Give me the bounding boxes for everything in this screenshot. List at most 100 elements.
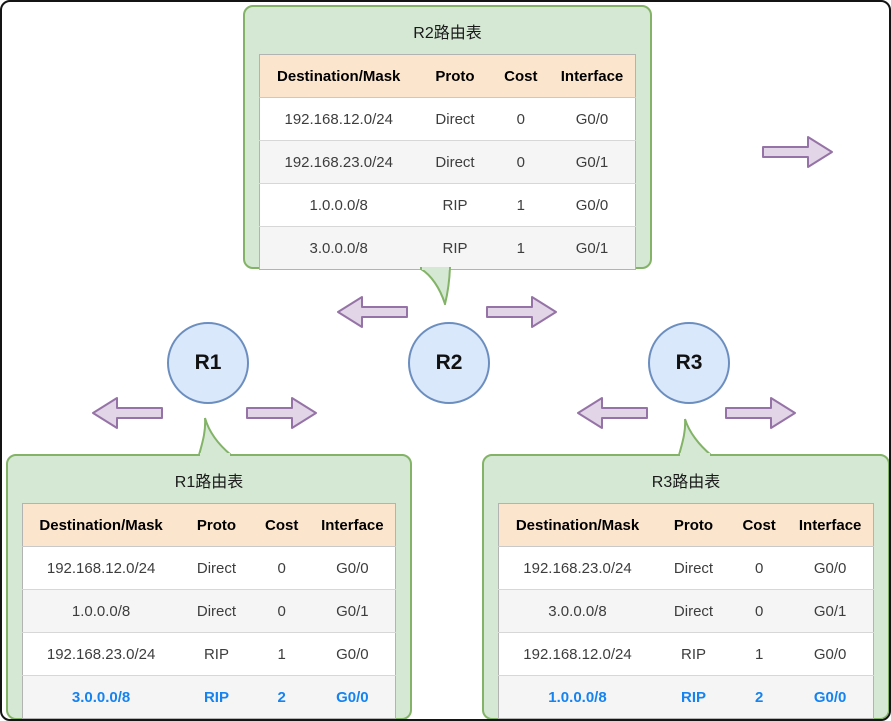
table-row: 192.168.12.0/24 Direct 0 G0/0: [22, 546, 396, 590]
arrow-right-icon: [486, 296, 557, 328]
cell: Direct: [179, 589, 254, 633]
cell: 3.0.0.0/8: [22, 675, 180, 719]
table-row: 192.168.12.0/24 RIP 1 G0/0: [498, 632, 874, 676]
cell: 0: [253, 589, 310, 633]
table-row-learned-route: 3.0.0.0/8 RIP 2 G0/0: [22, 675, 396, 719]
cell: 192.168.12.0/24: [498, 632, 656, 676]
cell: G0/0: [309, 675, 396, 719]
cell: 1.0.0.0/8: [498, 675, 656, 719]
cell: G0/0: [787, 675, 874, 719]
table-header-row: Destination/Mask Proto Cost Interface: [498, 503, 874, 547]
cell: G0/0: [787, 546, 874, 590]
callout-tail: [678, 418, 712, 456]
callout-tail: [198, 417, 232, 456]
cell: 192.168.23.0/24: [22, 632, 180, 676]
cell: 0: [731, 589, 788, 633]
cell: 0: [253, 546, 310, 590]
r3-routing-table: Destination/Mask Proto Cost Interface 19…: [498, 503, 874, 719]
cell: 1.0.0.0/8: [259, 183, 418, 227]
arrow-left-icon: [337, 296, 408, 328]
cell: G0/1: [787, 589, 874, 633]
col-interface: Interface: [787, 503, 874, 547]
table-row: 192.168.23.0/24 Direct 0 G0/1: [259, 140, 636, 184]
router-r1: R1: [167, 322, 249, 404]
cell: G0/0: [549, 97, 636, 141]
cell: Direct: [417, 97, 493, 141]
cell: 1: [492, 183, 549, 227]
cell: 0: [492, 97, 549, 141]
cell: RIP: [179, 632, 254, 676]
cell: 1: [492, 226, 549, 270]
cell: RIP: [656, 675, 731, 719]
r3-table-title: R3路由表: [651, 473, 721, 491]
table-row: 1.0.0.0/8 RIP 1 G0/0: [259, 183, 636, 227]
cell: 0: [492, 140, 549, 184]
cell: 192.168.23.0/24: [259, 140, 418, 184]
col-proto: Proto: [656, 503, 731, 547]
cell: 1: [731, 632, 788, 676]
col-proto: Proto: [417, 54, 493, 98]
table-header-row: Destination/Mask Proto Cost Interface: [22, 503, 396, 547]
col-cost: Cost: [253, 503, 310, 547]
table-row: 192.168.12.0/24 Direct 0 G0/0: [259, 97, 636, 141]
router-label: R1: [194, 351, 222, 374]
router-label: R3: [675, 351, 703, 374]
cell: 1: [253, 632, 310, 676]
cell: G0/1: [549, 226, 636, 270]
cell: 192.168.12.0/24: [22, 546, 180, 590]
callout-tail: [420, 267, 452, 305]
cell: 3.0.0.0/8: [259, 226, 418, 270]
arrow-left-icon: [577, 397, 648, 429]
cell: G0/0: [787, 632, 874, 676]
cell: 192.168.12.0/24: [259, 97, 418, 141]
r2-table-title: R2路由表: [413, 24, 482, 42]
col-cost: Cost: [492, 54, 549, 98]
table-row: 192.168.23.0/24 Direct 0 G0/0: [498, 546, 874, 590]
r2-routing-table: Destination/Mask Proto Cost Interface 19…: [259, 54, 636, 270]
cell: G0/1: [549, 140, 636, 184]
cell: Direct: [656, 589, 731, 633]
cell: 0: [731, 546, 788, 590]
cell: 2: [731, 675, 788, 719]
cell: RIP: [179, 675, 254, 719]
router-r3: R3: [648, 322, 730, 404]
table-row-learned-route: 1.0.0.0/8 RIP 2 G0/0: [498, 675, 874, 719]
cell: Direct: [417, 140, 493, 184]
r1-table-title: R1路由表: [174, 473, 244, 491]
cell: G0/1: [309, 589, 396, 633]
arrow-right-icon: [246, 397, 317, 429]
cell: G0/0: [309, 632, 396, 676]
col-proto: Proto: [179, 503, 254, 547]
col-destination-mask: Destination/Mask: [22, 503, 180, 547]
cell: RIP: [417, 226, 493, 270]
r2-routing-table-callout: R2路由表 Destination/Mask Proto Cost Interf…: [243, 5, 652, 270]
table-row: 1.0.0.0/8 Direct 0 G0/1: [22, 589, 396, 633]
router-r2: R2: [408, 322, 490, 404]
col-cost: Cost: [731, 503, 788, 547]
table-row: 3.0.0.0/8 RIP 1 G0/1: [259, 226, 636, 270]
col-interface: Interface: [309, 503, 396, 547]
cell: RIP: [417, 183, 493, 227]
cell: 2: [253, 675, 310, 719]
col-interface: Interface: [549, 54, 636, 98]
cell: Direct: [656, 546, 731, 590]
table-row: 3.0.0.0/8 Direct 0 G0/1: [498, 589, 874, 633]
r1-routing-table: Destination/Mask Proto Cost Interface 19…: [22, 503, 396, 719]
col-destination-mask: Destination/Mask: [498, 503, 656, 547]
arrow-right-icon: [762, 136, 833, 168]
cell: RIP: [656, 632, 731, 676]
cell: 3.0.0.0/8: [498, 589, 656, 633]
col-destination-mask: Destination/Mask: [259, 54, 418, 98]
arrow-right-icon: [725, 397, 796, 429]
router-label: R2: [435, 351, 463, 374]
cell: 1.0.0.0/8: [22, 589, 180, 633]
r1-routing-table-callout: R1路由表 Destination/Mask Proto Cost Interf…: [6, 454, 412, 719]
table-row: 192.168.23.0/24 RIP 1 G0/0: [22, 632, 396, 676]
cell: G0/0: [549, 183, 636, 227]
cell: Direct: [179, 546, 254, 590]
r3-routing-table-callout: R3路由表 Destination/Mask Proto Cost Interf…: [482, 454, 889, 719]
cell: 192.168.23.0/24: [498, 546, 656, 590]
cell: G0/0: [309, 546, 396, 590]
table-header-row: Destination/Mask Proto Cost Interface: [259, 54, 636, 98]
